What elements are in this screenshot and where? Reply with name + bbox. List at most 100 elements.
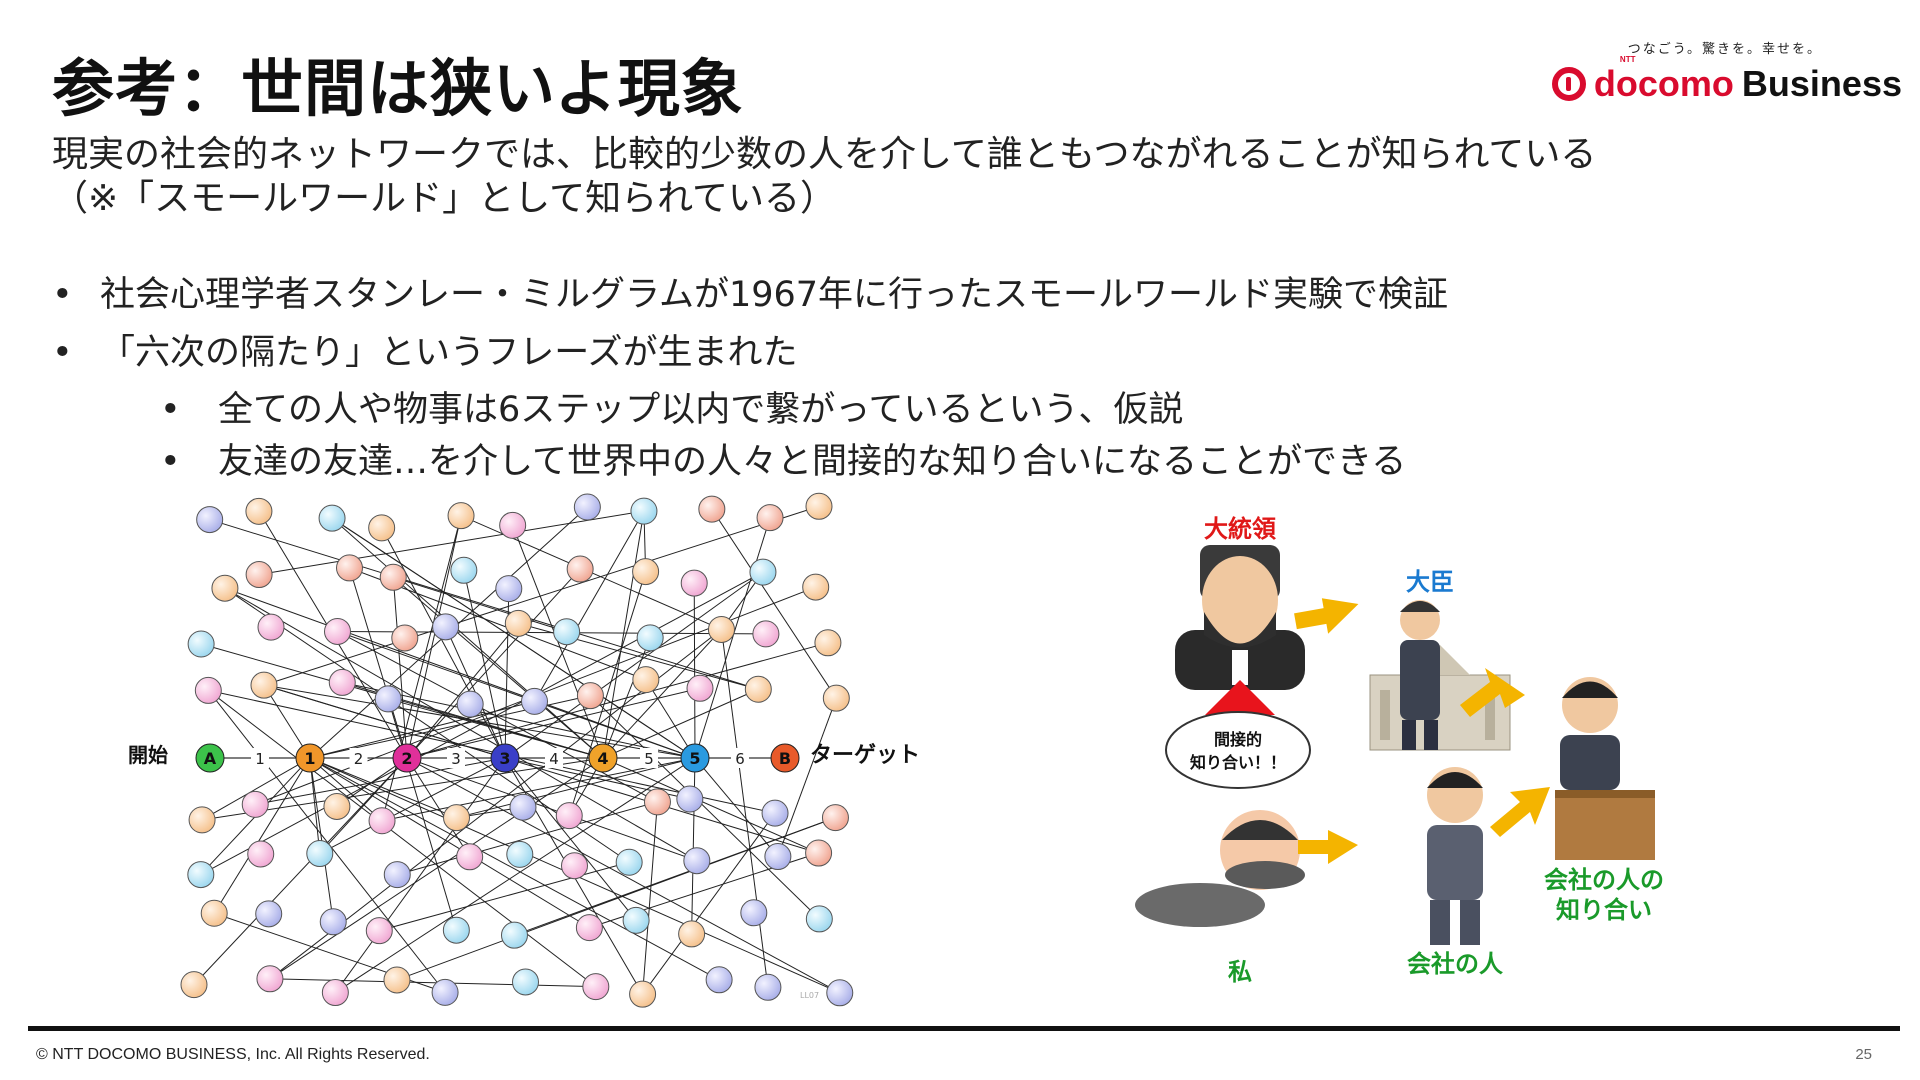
minister-label: 大臣 [1406,568,1454,596]
network-node [194,676,222,704]
lead-line-2: （※「スモールワールド」として知られている） [52,178,837,219]
network-edge [309,757,457,819]
path-node-label: A [204,749,217,768]
network-node [573,493,601,521]
sub-bullet-item: 全ての人や物事は6ステップ以内で繋がっているという、仮説 [160,388,1448,440]
president-label: 大統領 [1204,515,1277,543]
network-edge [379,861,630,932]
network-node [257,613,285,641]
network-node [211,574,239,602]
network-edge [200,571,764,876]
step-label-bg [349,748,368,768]
network-edge [720,629,769,988]
logo-business: Business [1741,63,1902,104]
step-label-bg [251,748,269,768]
step-label-bg [640,748,658,768]
network-node [245,497,273,525]
target-label: ターゲット [810,743,920,768]
network-edge [335,757,696,993]
network-node [740,899,768,927]
network-node [805,492,833,520]
network-edge [334,757,506,993]
network-edge [602,629,722,759]
network-node [365,917,393,945]
network-node [391,624,419,652]
network-edge [777,697,837,857]
network-edge [504,571,764,759]
network-node [250,671,278,699]
step-label: 4 [549,750,559,768]
network-node [504,609,532,637]
network-node [822,684,850,712]
step-label-bg [731,748,749,768]
network-node [499,511,527,539]
network-edge [331,517,604,759]
start-label: 開始 [128,743,168,767]
svg-text:間接的: 間接的 [1214,730,1262,749]
network-edge [263,684,696,759]
network-node [500,921,528,949]
network-node [764,843,792,871]
network-node [368,807,396,835]
page-number: 25 [1855,1046,1872,1063]
network-edge [337,631,658,803]
network-node [744,675,772,703]
network-edge [213,757,311,914]
network-edge [397,801,658,876]
logo-ntt: NTT [1619,55,1636,64]
network-node [566,555,594,583]
network-edge [319,757,506,854]
network-node [200,899,228,927]
network-edge [193,757,408,985]
network-node [187,630,215,658]
step-label: 3 [451,750,461,768]
network-node [383,966,411,994]
path-node-label: 1 [304,749,315,768]
network-edge [259,510,645,576]
step-label: 6 [735,750,745,768]
network-nodes [180,492,854,1008]
watermark: LL07 [800,991,819,1000]
network-edge [207,690,446,993]
network-node [752,620,780,648]
bullet-item: 社会心理学者スタンレー・ミルグラムが1967年に行ったスモールワールド実験で検証 [52,272,1448,330]
network-edge [642,801,658,995]
network-edge [309,757,321,854]
path-node-label: 4 [597,749,608,768]
path-node [392,743,422,773]
network-edge [263,505,820,686]
network-edge [387,698,457,931]
network-edge [691,757,696,934]
network-node [443,804,471,832]
network-node [553,618,581,646]
step-label: 1 [255,750,265,768]
network-node [256,965,284,993]
network-node [749,558,777,586]
network-node [180,971,208,999]
arrow-icon [1490,787,1550,837]
me-label: 私 [1228,958,1252,986]
indirect-acquaintance-bubble: 間接的 知り合い！！ [1165,711,1311,789]
colleague-label: 会社の人 [1407,950,1503,978]
path-node-label: 5 [689,749,700,768]
network-node [368,514,396,542]
lead-text: 現実の社会的ネットワークでは、比較的少数の人を介して誰ともつながれることが知られ… [52,133,1596,221]
network-node [431,978,459,1006]
network-node [707,615,735,643]
network-edge [319,757,408,854]
network-edge [642,812,776,995]
network-edge [711,508,837,699]
network-node [319,908,347,936]
network-node [826,979,854,1007]
lead-line-1: 現実の社会的ネットワークでは、比較的少数の人を介して誰ともつながれることが知られ… [52,134,1597,175]
network-node [805,905,833,933]
path-node [680,743,710,773]
colleague-acquaintance-label: 会社の人の知り合い [1544,866,1664,924]
step-label-bg [545,748,563,768]
network-node [456,690,484,718]
network-node [622,906,650,934]
